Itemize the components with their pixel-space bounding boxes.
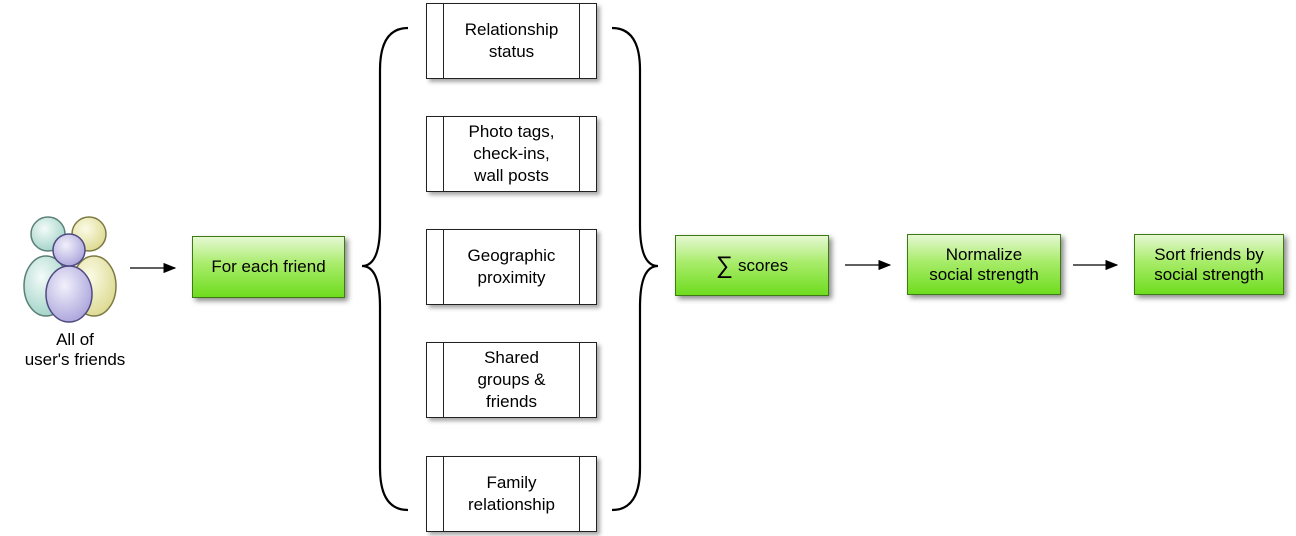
signal-line: friends: [485, 392, 537, 411]
signal-line: Family: [486, 473, 537, 492]
normalize-line2: social strength: [929, 264, 1039, 284]
signal-line: status: [488, 42, 535, 61]
signal-box-geographic-proximity[interactable]: Geographic proximity: [426, 229, 597, 305]
signal-box-family-relationship[interactable]: Family relationship: [426, 456, 597, 532]
sort-line2: social strength: [1154, 264, 1264, 284]
sum-symbol: ∑: [715, 251, 734, 279]
sum-scores-box[interactable]: ∑ scores: [675, 235, 829, 296]
signal-line: Relationship: [464, 20, 559, 39]
signal-line: wall posts: [474, 166, 549, 185]
left-curly-brace: [361, 26, 409, 512]
for-each-friend-label: For each friend: [211, 257, 326, 276]
signal-box-relationship-status[interactable]: Relationship status: [426, 3, 597, 79]
friends-caption-line2: user's friends: [24, 350, 126, 369]
signal-box-shared-groups[interactable]: Shared groups & friends: [426, 342, 597, 418]
signal-line: groups &: [477, 370, 546, 389]
signal-line: Shared: [484, 348, 539, 367]
signal-line: Photo tags,: [468, 122, 555, 141]
sort-line1: Sort friends by: [1154, 244, 1264, 264]
friends-caption-line1: All of: [56, 330, 94, 349]
sum-scores-label: scores: [738, 255, 789, 275]
group-users-icon: [23, 216, 117, 323]
for-each-friend-box[interactable]: For each friend: [192, 236, 345, 298]
signal-line: relationship: [468, 495, 555, 514]
signal-line: proximity: [477, 268, 546, 287]
normalize-box[interactable]: Normalize social strength: [907, 234, 1061, 295]
normalize-line1: Normalize: [945, 244, 1023, 264]
right-curly-brace: [611, 26, 659, 512]
sort-box[interactable]: Sort friends by social strength: [1134, 234, 1284, 295]
friends-caption: All of user's friends: [10, 330, 140, 370]
signal-line: Geographic: [467, 246, 556, 265]
signal-box-photo-tags[interactable]: Photo tags, check-ins, wall posts: [426, 116, 597, 192]
signal-line: check-ins,: [473, 144, 550, 163]
